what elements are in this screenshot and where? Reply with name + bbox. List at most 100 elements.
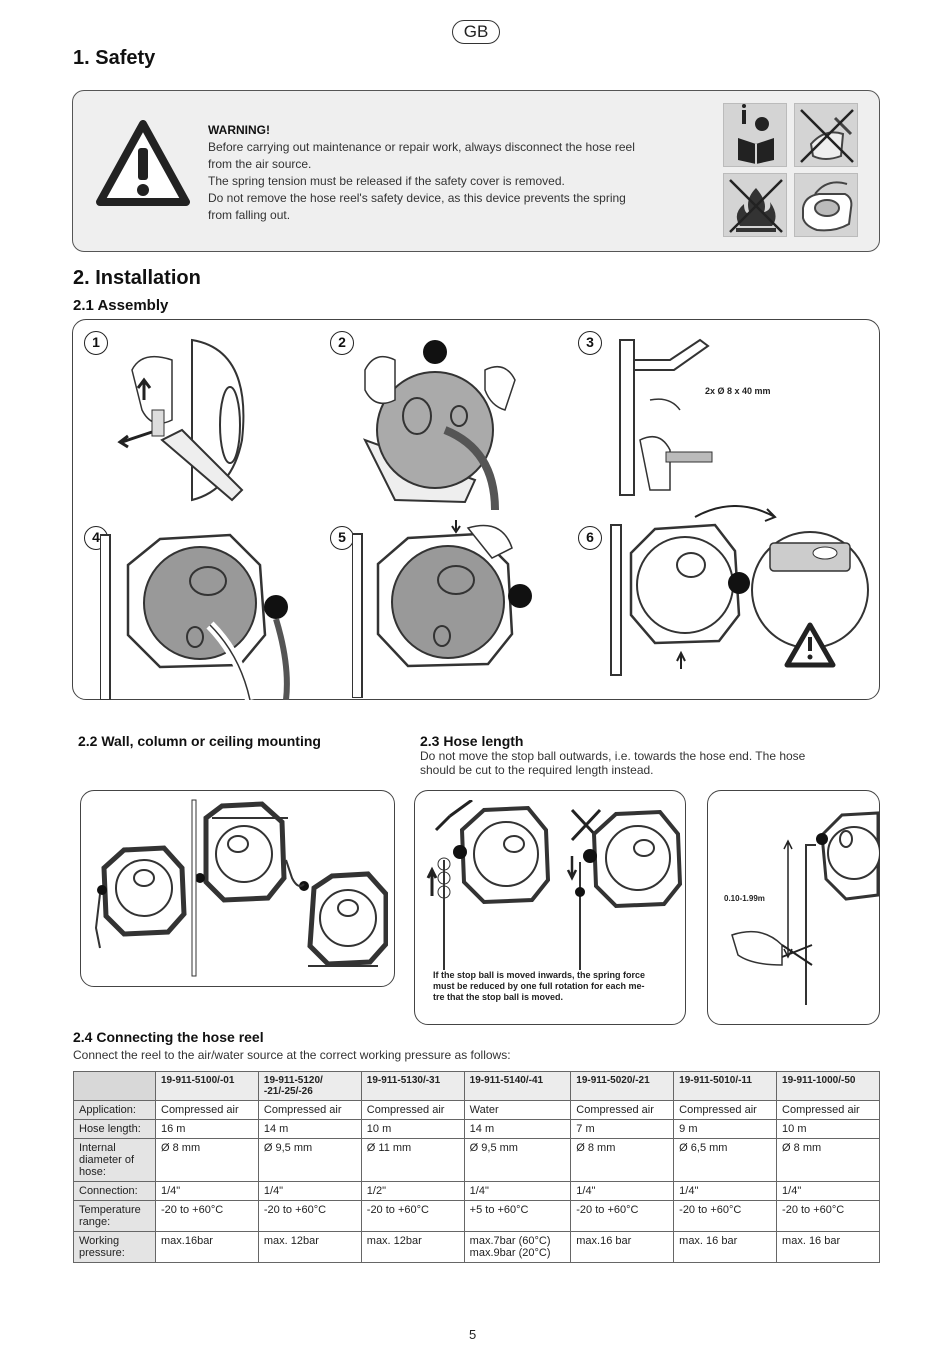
table-cell: Ø 6,5 mm bbox=[673, 1138, 778, 1182]
table-cell: 16 m bbox=[155, 1119, 259, 1139]
table-column-header: 19-911-5020/-21 bbox=[570, 1071, 675, 1101]
table-cell: max.16bar bbox=[155, 1231, 259, 1263]
table-cell: Compressed air bbox=[673, 1100, 778, 1120]
warning-title: WARNING! bbox=[208, 123, 270, 137]
table-cell: max.16 bar bbox=[570, 1231, 675, 1263]
step-2-illustration bbox=[362, 340, 516, 511]
table-cell: 10 m bbox=[360, 1119, 465, 1139]
assembly-heading: 2.1 Assembly bbox=[73, 297, 169, 314]
table-cell: Compressed air bbox=[257, 1100, 362, 1120]
step-number: 5 bbox=[330, 526, 354, 550]
table-cell: Compressed air bbox=[570, 1100, 675, 1120]
table-cell: 1/4" bbox=[155, 1181, 259, 1201]
step-number: 1 bbox=[84, 331, 108, 355]
step-number: 3 bbox=[578, 331, 602, 355]
table-cell: 1/4" bbox=[776, 1181, 880, 1201]
table-cell: 9 m bbox=[673, 1119, 778, 1139]
table-cell: -20 to +60°C bbox=[257, 1200, 362, 1232]
table-cell: 10 m bbox=[776, 1119, 880, 1139]
hose-length-text-1: Do not move the stop ball outwards, i.e.… bbox=[420, 749, 806, 763]
table-row: Working pressure: max.16bar max. 12bar m… bbox=[73, 1231, 880, 1263]
hose-caption-line: tre that the stop ball is moved. bbox=[433, 992, 564, 1002]
warning-text: WARNING! Before carrying out maintenance… bbox=[208, 122, 708, 224]
no-fire-icon bbox=[723, 173, 787, 237]
table-cell: Ø 8 mm bbox=[155, 1138, 259, 1182]
table-cell: Ø 8 mm bbox=[570, 1138, 675, 1182]
table-corner-cell bbox=[73, 1071, 156, 1101]
table-cell: 14 m bbox=[463, 1119, 572, 1139]
screw-spec-label: 2x Ø 8 x 40 mm bbox=[705, 386, 771, 396]
hose-length-text-2: should be cut to the required length ins… bbox=[420, 763, 654, 777]
table-cell: Compressed air bbox=[155, 1100, 259, 1120]
step-6-illustration bbox=[610, 505, 869, 676]
table-cell: Ø 9,5 mm bbox=[463, 1138, 572, 1182]
connecting-text: Connect the reel to the air/water source… bbox=[73, 1048, 511, 1062]
table-cell: -20 to +60°C bbox=[155, 1200, 259, 1232]
table-cell: Ø 9,5 mm bbox=[257, 1138, 362, 1182]
connecting-heading: 2.4 Connecting the hose reel bbox=[73, 1029, 264, 1045]
step-number: 2 bbox=[330, 331, 354, 355]
table-cell: max. 16 bar bbox=[673, 1231, 778, 1263]
step-4-illustration bbox=[100, 533, 290, 700]
step-3-illustration bbox=[619, 338, 713, 496]
table-header-row: 19-911-5100/-01 19-911-5120/ -21/-25/-26… bbox=[73, 1071, 880, 1101]
warning-triangle-icon bbox=[96, 120, 190, 206]
table-cell: -20 to +60°C bbox=[776, 1200, 880, 1232]
table-cell: -20 to +60°C bbox=[360, 1200, 465, 1232]
table-row-header: Working pressure: bbox=[73, 1231, 156, 1263]
table-row-header: Internal diameter of hose: bbox=[73, 1138, 156, 1182]
table-cell: max.7bar (60°C) max.9bar (20°C) bbox=[463, 1231, 572, 1263]
step-number: 6 bbox=[578, 526, 602, 550]
table-column-header: 19-911-5140/-41 bbox=[463, 1071, 572, 1101]
table-cell: 1/4" bbox=[570, 1181, 675, 1201]
table-row-header: Application: bbox=[73, 1100, 156, 1120]
table-cell: Compressed air bbox=[776, 1100, 880, 1120]
table-column-header: 19-911-5100/-01 bbox=[155, 1071, 259, 1101]
table-cell: Ø 8 mm bbox=[776, 1138, 880, 1182]
table-cell: 1/4" bbox=[463, 1181, 572, 1201]
table-cell: Water bbox=[463, 1100, 572, 1120]
table-row-header: Hose length: bbox=[73, 1119, 156, 1139]
mounting-heading: 2.2 Wall, column or ceiling mounting bbox=[78, 733, 321, 749]
table-cell: -20 to +60°C bbox=[570, 1200, 675, 1232]
warning-line: from falling out. bbox=[208, 208, 291, 222]
safety-heading: 1. Safety bbox=[73, 47, 156, 69]
table-row: Application: Compressed air Compressed a… bbox=[73, 1100, 880, 1120]
table-cell: 1/2" bbox=[360, 1181, 465, 1201]
table-cell: max. 16 bar bbox=[776, 1231, 880, 1263]
language-badge: GB bbox=[452, 20, 500, 44]
table-column-header: 19-911-1000/-50 bbox=[776, 1071, 880, 1101]
table-cell: 7 m bbox=[570, 1119, 675, 1139]
table-cell: +5 to +60°C bbox=[463, 1200, 572, 1232]
hose-caption-line: must be reduced by one full rotation for… bbox=[433, 981, 645, 991]
step-5-illustration bbox=[352, 520, 532, 698]
read-manual-icon bbox=[723, 103, 787, 167]
warning-line: from the air source. bbox=[208, 157, 312, 171]
table-column-header: 19-911-5120/ -21/-25/-26 bbox=[257, 1071, 362, 1101]
table-row: Hose length: 16 m 14 m 10 m 14 m 7 m 9 m… bbox=[73, 1119, 880, 1139]
table-row-header: Temperature range: bbox=[73, 1200, 156, 1232]
table-cell: 1/4" bbox=[257, 1181, 362, 1201]
no-cleaning-icon bbox=[794, 103, 858, 167]
installation-heading: 2. Installation bbox=[73, 267, 201, 289]
step-1-illustration bbox=[117, 338, 245, 502]
spec-table: 19-911-5100/-01 19-911-5120/ -21/-25/-26… bbox=[73, 1071, 880, 1263]
hose-length-heading: 2.3 Hose length bbox=[420, 733, 524, 749]
cut-length-illustration bbox=[731, 811, 880, 1005]
warning-line: Before carrying out maintenance or repai… bbox=[208, 140, 635, 154]
table-column-header: 19-911-5010/-11 bbox=[673, 1071, 778, 1101]
page-number: 5 bbox=[469, 1327, 477, 1342]
table-column-header: 19-911-5130/-31 bbox=[360, 1071, 465, 1101]
table-cell: 14 m bbox=[257, 1119, 362, 1139]
mounting-illustration bbox=[94, 799, 388, 977]
cut-range-label: 0.10-1.99m bbox=[724, 894, 765, 903]
table-cell: max. 12bar bbox=[257, 1231, 362, 1263]
table-cell: Ø 11 mm bbox=[360, 1138, 465, 1182]
table-row: Temperature range: -20 to +60°C -20 to +… bbox=[73, 1200, 880, 1232]
hose-reel-cover-icon bbox=[794, 173, 858, 237]
table-cell: 1/4" bbox=[673, 1181, 778, 1201]
table-cell: max. 12bar bbox=[360, 1231, 465, 1263]
warning-line: Do not remove the hose reel's safety dev… bbox=[208, 191, 626, 205]
table-row: Connection: 1/4" 1/4" 1/2" 1/4" 1/4" 1/4… bbox=[73, 1181, 880, 1201]
hose-length-illustration bbox=[426, 800, 682, 970]
